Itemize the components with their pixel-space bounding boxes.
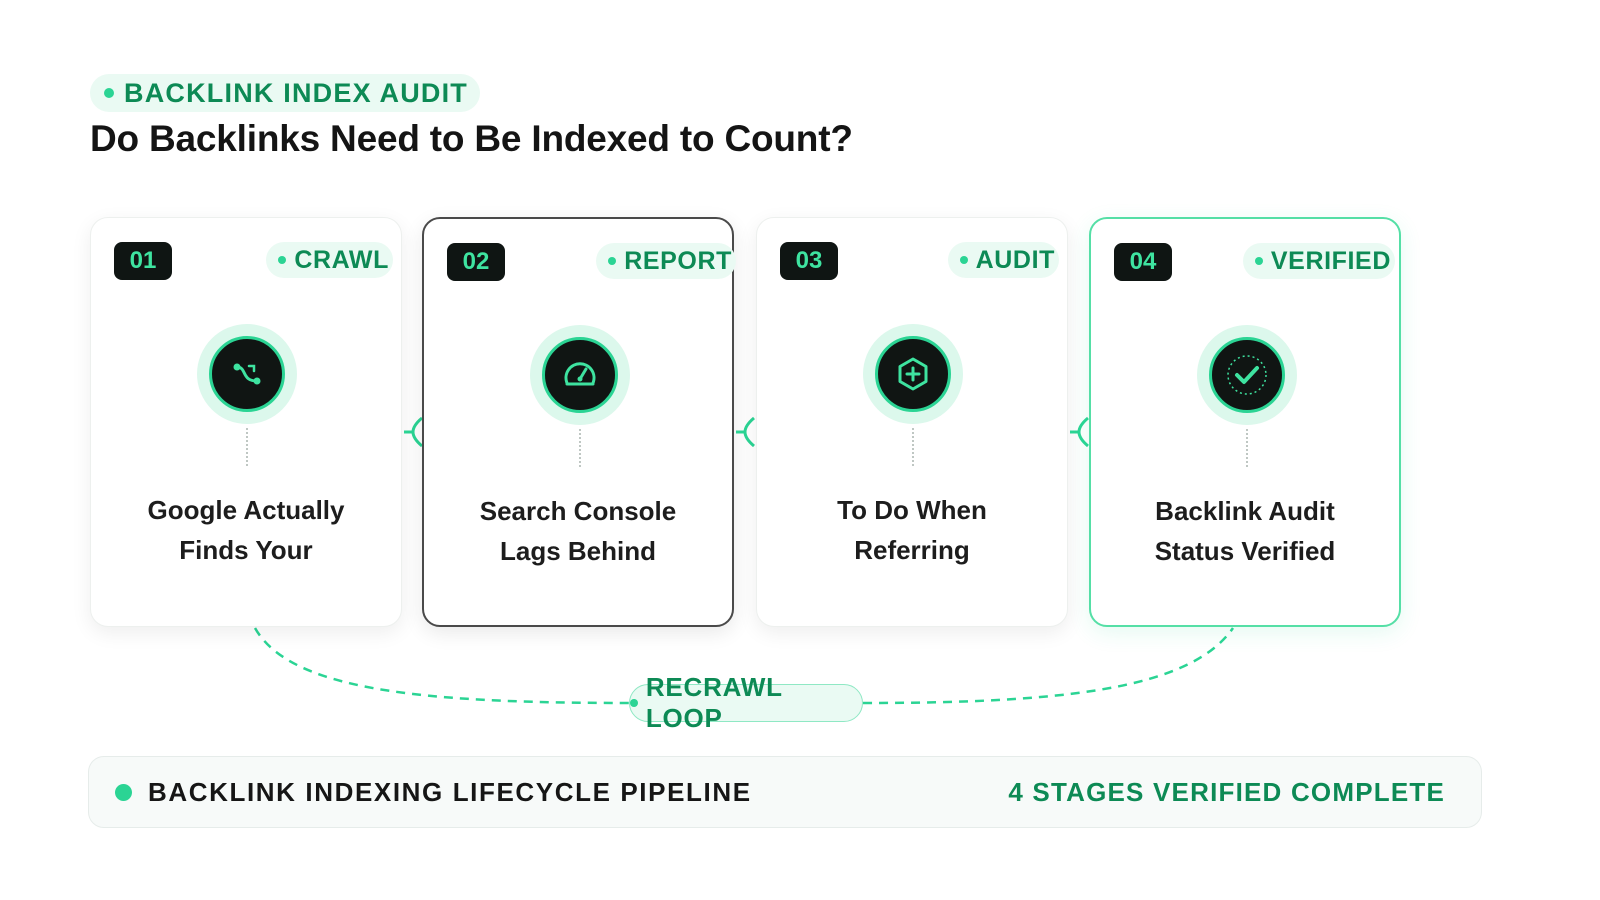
tag-label: VERIFIED [1270,246,1391,275]
label-line: Referring [854,535,970,565]
recrawl-loop-label: RECRAWL LOOP [645,672,783,733]
tag-label: REPORT [624,246,732,275]
stage-label: Search Console Lags Behind [454,491,702,571]
stage-tag: CRAWL [266,242,393,278]
icon-halo [1197,325,1297,425]
stage-card-report[interactable]: 02 REPORT Search Console Lags Behind [422,217,736,627]
connector-chevron-icon [404,416,423,448]
stage-tag: VERIFIED [1242,243,1395,279]
label-line: Search Console [479,496,677,526]
stage-label: To Do When Referring [787,490,1037,570]
badge-dot [630,699,638,707]
section-eyebrow: BACKLINK INDEX AUDIT [90,74,480,112]
check-circle-icon [1209,337,1285,413]
hexagon-plus-icon [875,336,951,412]
icon-halo [863,324,963,424]
dotted-stem [579,429,581,467]
stage-card-verified[interactable]: 04 VERIFIED Backlink Audit Status Verifi… [1089,217,1401,627]
pipeline-status-bar: BACKLINK INDEXING LIFECYCLE PIPELINE 4 S… [88,756,1482,828]
status-dot [104,88,114,98]
pipeline-status: 4 STAGES VERIFIED COMPLETE [1008,776,1445,807]
label-line: Backlink Audit [1155,496,1335,526]
eyebrow-label: BACKLINK INDEX AUDIT [124,77,468,108]
stage-tag: REPORT [596,243,736,279]
gauge-icon [542,337,618,413]
stage-card-crawl[interactable]: 01 CRAWL Google Actually Finds Your [90,217,402,627]
stage-number: 01 [114,242,172,280]
label-line: To Do When [837,495,987,525]
stage-card-audit[interactable]: 03 AUDIT To Do When Referring [756,217,1068,627]
dotted-stem [912,428,914,466]
route-icon [209,336,285,412]
stage-label: Google Actually Finds Your [121,490,371,570]
connector-chevron-icon [1070,416,1089,448]
label-line: Status Verified [1154,536,1336,566]
stage-number: 04 [1114,243,1172,281]
tag-dot [1254,257,1263,265]
tag-label: AUDIT [975,245,1055,274]
recrawl-loop-badge: RECRAWL LOOP [629,672,863,733]
tag-dot [608,257,617,265]
label-line: Finds Your [179,535,313,565]
tag-label: CRAWL [294,245,389,274]
icon-halo [197,324,297,424]
dotted-stem [246,428,248,466]
status-dot [115,783,132,801]
pipeline-title: BACKLINK INDEXING LIFECYCLE PIPELINE [148,776,752,807]
dotted-stem [1246,429,1248,467]
icon-halo [530,325,630,425]
pipeline-title-group: BACKLINK INDEXING LIFECYCLE PIPELINE [115,777,752,808]
label-line: Google Actually [147,495,345,525]
label-line: Lags Behind [499,536,656,566]
stage-tag: AUDIT [947,242,1059,278]
connector-chevron-icon [736,416,755,448]
tag-dot [278,256,287,264]
tag-dot [959,256,968,264]
stage-number: 03 [780,242,838,280]
stage-number: 02 [447,243,505,281]
page-title: Do Backlinks Need to Be Indexed to Count… [90,118,853,159]
stage-label: Backlink Audit Status Verified [1121,491,1369,571]
